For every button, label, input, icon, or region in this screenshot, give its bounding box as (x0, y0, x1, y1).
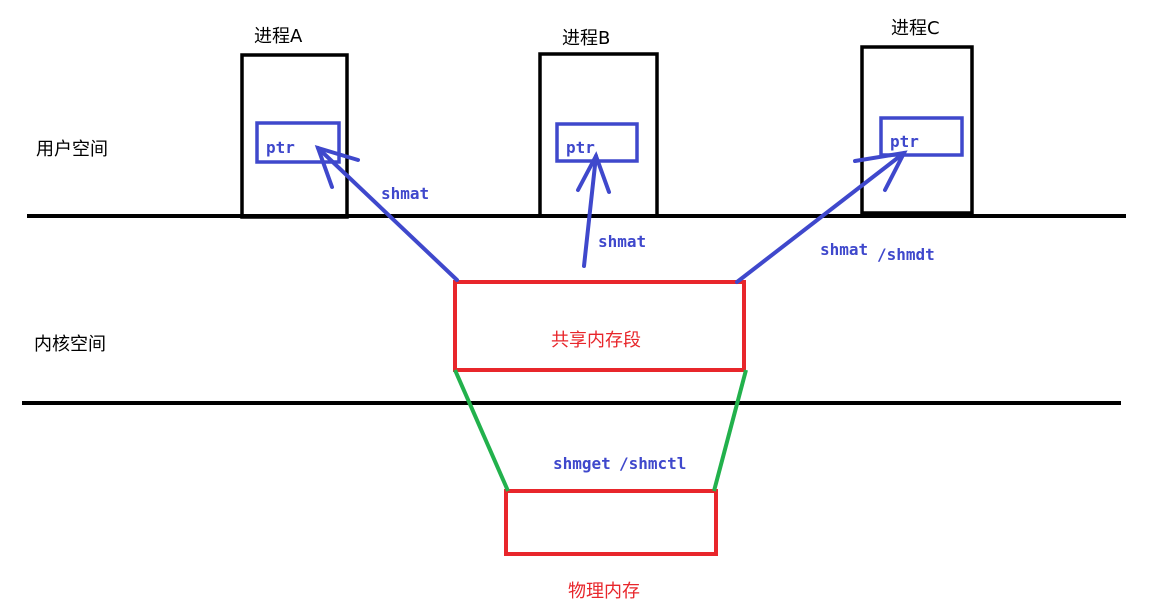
process-b-box (538, 52, 659, 218)
shmat-label-c: shmat (820, 240, 868, 259)
shmat-arrow-b (576, 151, 611, 268)
kernel-space-label: 内核空间 (34, 334, 106, 355)
shmat-arrow-c (735, 150, 908, 284)
process-a-box (240, 53, 349, 219)
physical-memory-label: 物理内存 (568, 581, 640, 602)
shmat-label-a: shmat (381, 184, 429, 203)
shared-memory-segment-box (453, 280, 746, 372)
shmat-arrow-a (314, 144, 459, 282)
shared-memory-segment-label: 共享内存段 (551, 330, 641, 351)
process-b-ptr-label: ptr (566, 138, 595, 157)
process-b: 进程B ptr (538, 28, 659, 218)
link-right (712, 369, 748, 492)
process-a: 进程A ptr (240, 26, 349, 219)
process-c-ptr-box (879, 116, 964, 157)
process-c-box (860, 45, 974, 215)
process-a-title: 进程A (254, 26, 303, 47)
shmget-label: shmget (553, 454, 611, 473)
user-space-label: 用户空间 (36, 139, 108, 160)
process-b-title: 进程B (562, 28, 610, 49)
shmctl-label: /shmctl (619, 454, 686, 473)
shmat-label-b: shmat (598, 232, 646, 251)
process-c-title: 进程C (891, 18, 940, 39)
process-a-ptr-box (255, 121, 341, 164)
physical-memory-box (504, 489, 718, 556)
shmdt-label-c: /shmdt (877, 245, 935, 264)
link-left (453, 369, 510, 492)
process-a-ptr-label: ptr (266, 138, 295, 157)
process-c: 进程C ptr (860, 18, 974, 215)
process-c-ptr-label: ptr (890, 132, 919, 151)
